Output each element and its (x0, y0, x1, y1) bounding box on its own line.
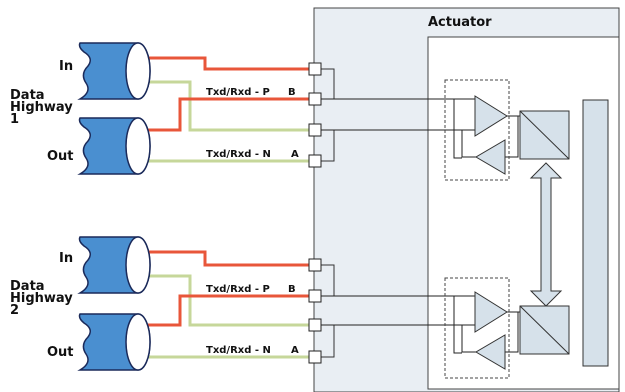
txd-p-label: Txd/Rxd - P (206, 87, 270, 98)
bus-bar (582, 99, 609, 367)
cable-in (77, 236, 151, 294)
terminal (308, 92, 322, 106)
terminal (308, 154, 322, 168)
a-label: A (291, 345, 299, 356)
cable-in (77, 42, 151, 100)
a-label: A (291, 149, 299, 160)
b-label: B (288, 87, 296, 98)
transceiver-box (444, 79, 510, 181)
terminal (308, 289, 322, 303)
out-label: Out (47, 149, 74, 164)
txd-n-label: Txd/Rxd - N (206, 345, 271, 356)
data-highway-1: Data Highway 1 In Out Txd/Rxd - P B Txd/… (10, 42, 570, 181)
data-highway-2: Data Highway 2 In Out Txd/Rxd - P B Txd/… (10, 236, 570, 379)
wire-out-p (144, 97, 309, 132)
driver-amp-icon (474, 291, 508, 333)
transceiver-box (444, 277, 510, 379)
cable-out (77, 117, 151, 175)
terminal (308, 318, 322, 332)
highway-label: Data Highway 2 (10, 279, 77, 318)
receiver-amp-icon (475, 139, 506, 175)
wire-out-p (144, 294, 309, 327)
actuator-title: Actuator (428, 15, 492, 30)
wire-in-p (144, 56, 309, 71)
terminal (308, 350, 322, 364)
receiver-amp-icon (475, 334, 506, 370)
highway-label: Data Highway 1 (10, 88, 77, 127)
in-label: In (59, 59, 73, 74)
wire-in-p (144, 250, 309, 267)
terminal (308, 62, 322, 76)
driver-amp-icon (474, 95, 508, 137)
txd-n-label: Txd/Rxd - N (206, 149, 271, 160)
terminal (308, 123, 322, 137)
out-label: Out (47, 345, 74, 360)
wire-in-n (144, 80, 309, 132)
in-label: In (59, 251, 73, 266)
wire-in-n (144, 274, 309, 327)
b-label: B (288, 284, 296, 295)
terminal (308, 258, 322, 272)
cable-out (77, 313, 151, 371)
txd-p-label: Txd/Rxd - P (206, 284, 270, 295)
